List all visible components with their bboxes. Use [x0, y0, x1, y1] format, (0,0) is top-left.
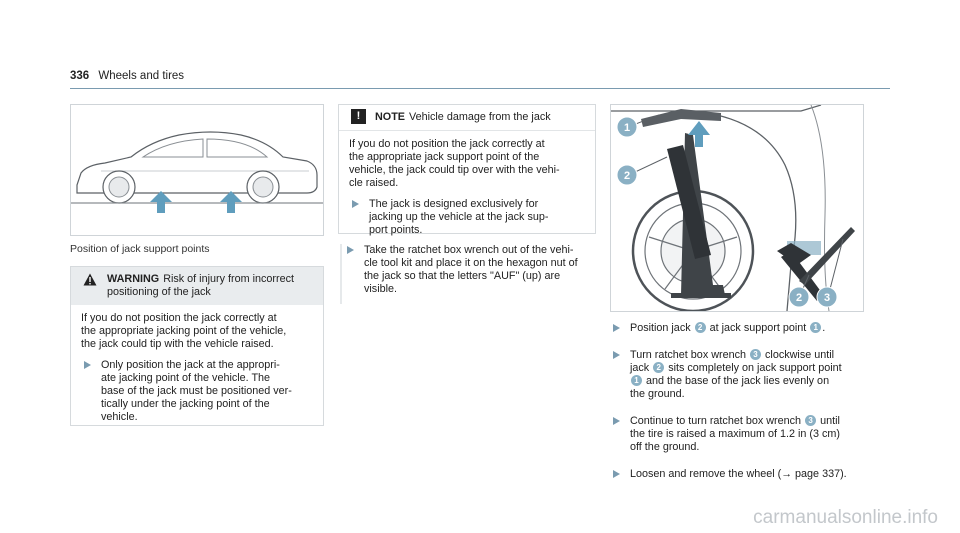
note-box: ! NOTE Vehicle damage from the jack If yo… [338, 104, 596, 237]
warning-triangle-icon [83, 273, 97, 290]
step-text: and the base of the jack lies evenly on [646, 375, 830, 387]
callout-badge: 2 [653, 362, 665, 373]
step-text: Position jack [630, 322, 691, 334]
page-number: 336 [70, 70, 90, 82]
warning-text-1: If you do not position the jack correctl… [81, 312, 277, 324]
callout-1: 1 [616, 116, 638, 138]
step-arrow-icon [84, 361, 91, 369]
step-bar [340, 244, 342, 304]
header-rule [70, 88, 890, 89]
step-text: clockwise until [765, 349, 835, 361]
step-position-jack: Position jack 2 at jack support point 1. [610, 322, 870, 335]
jack-figure: 1 2 2 3 [610, 104, 864, 313]
note-text-4: cle raised. [349, 177, 399, 189]
callout-badge: 2 [694, 322, 706, 333]
step-arrow-icon [613, 470, 620, 478]
step-turn-wrench: Turn ratchet box wrench 3 clockwise unti… [610, 349, 870, 401]
warning-text-2: the appropriate jacking point of the veh… [81, 325, 287, 337]
support-point-arrow-front [150, 191, 172, 213]
step-text: until [820, 415, 840, 427]
car-side-figure [70, 104, 324, 236]
step-text: the ground. [630, 388, 685, 400]
support-point-arrow-rear [220, 191, 242, 213]
callout-badge: 3 [750, 349, 762, 360]
callout-label: 3 [824, 292, 830, 304]
warning-step-line: ate jacking point of the vehicle. The [101, 372, 271, 384]
section-title: Wheels and tires [98, 70, 185, 82]
step-text: the tire is raised a maximum of 1.2 in (… [630, 428, 841, 440]
note-text-2: the appropriate jack support point of th… [349, 151, 540, 163]
step-text: Continue to turn ratchet box wrench [630, 415, 802, 427]
notice-icon: ! [351, 109, 366, 124]
callout-badge: 3 [805, 415, 817, 426]
step-text: . [822, 322, 826, 334]
step-arrow-icon [613, 351, 620, 359]
callout-2-lower: 2 [788, 286, 810, 308]
step-line: visible. [364, 283, 398, 295]
note-step-line: port points. [369, 224, 423, 236]
note-step: The jack is designed exclusively for jac… [349, 198, 585, 237]
note-title: Vehicle damage from the jack [409, 111, 551, 123]
step-line: cle tool kit and place it on the hexagon… [364, 257, 578, 269]
step-text: jack [630, 362, 650, 374]
callout-2: 2 [616, 164, 638, 186]
step-continue-turning: Continue to turn ratchet box wrench 3 un… [610, 415, 870, 454]
step-text: off the ground. [630, 441, 700, 453]
step-arrow-icon [347, 246, 354, 254]
warning-step: Only position the jack at the appropri- … [81, 359, 313, 424]
warning-label: WARNING [107, 273, 160, 285]
car-side-illustration [71, 131, 323, 213]
page-header: 336 Wheels and tires [70, 70, 184, 82]
step-arrow-icon [613, 417, 620, 425]
callout-badge: 1 [810, 322, 822, 333]
callout-label: 2 [796, 292, 802, 304]
watermark: carmanualsonline.info [753, 507, 938, 528]
callout-label: 2 [624, 170, 630, 182]
step-text: Turn ratchet box wrench [630, 349, 747, 361]
step-line: Take the ratchet box wrench out of the v… [364, 244, 574, 256]
step-text: at jack support point [709, 322, 807, 334]
figure-caption: Position of jack support points [70, 243, 210, 255]
warning-step-line: Only position the jack at the appropri- [101, 359, 280, 371]
warning-step-line: tically under the jacking point of the [101, 398, 270, 410]
step-arrow-icon [352, 200, 359, 208]
instruction-steps: Position jack 2 at jack support point 1.… [610, 322, 870, 481]
callout-badge: 1 [631, 375, 642, 386]
step-text: sits completely on jack support point [668, 362, 842, 374]
note-step-line: jacking up the vehicle at the jack sup- [369, 211, 549, 223]
step-remove-wheel[interactable]: Loosen and remove the wheel (→ page 337)… [610, 468, 870, 481]
note-text-1: If you do not position the jack correctl… [349, 138, 545, 150]
warning-text-3: the jack could tip with the vehicle rais… [81, 338, 274, 350]
step-arrow-icon [613, 324, 620, 332]
callout-label: 1 [624, 122, 630, 134]
jack-illustration: 1 2 2 3 [611, 104, 855, 313]
warning-title: Risk of injury from incorrect positionin… [107, 273, 294, 298]
page-reference-link[interactable]: Loosen and remove the wheel (→ page 337)… [630, 468, 847, 480]
warning-step-line: vehicle. [101, 411, 138, 423]
callout-3: 3 [816, 286, 838, 308]
note-text-3: vehicle, the jack could tip over with th… [349, 164, 560, 176]
warning-step-line: base of the jack must be positioned ver- [101, 385, 292, 397]
note-header: ! NOTE Vehicle damage from the jack [339, 105, 595, 131]
note-label: NOTE [375, 111, 405, 123]
step-line: the jack so that the letters "AUF" (up) … [364, 270, 561, 282]
note-step-line: The jack is designed exclusively for [369, 198, 539, 210]
instruction-step-remove-wrench: Take the ratchet box wrench out of the v… [344, 244, 614, 296]
